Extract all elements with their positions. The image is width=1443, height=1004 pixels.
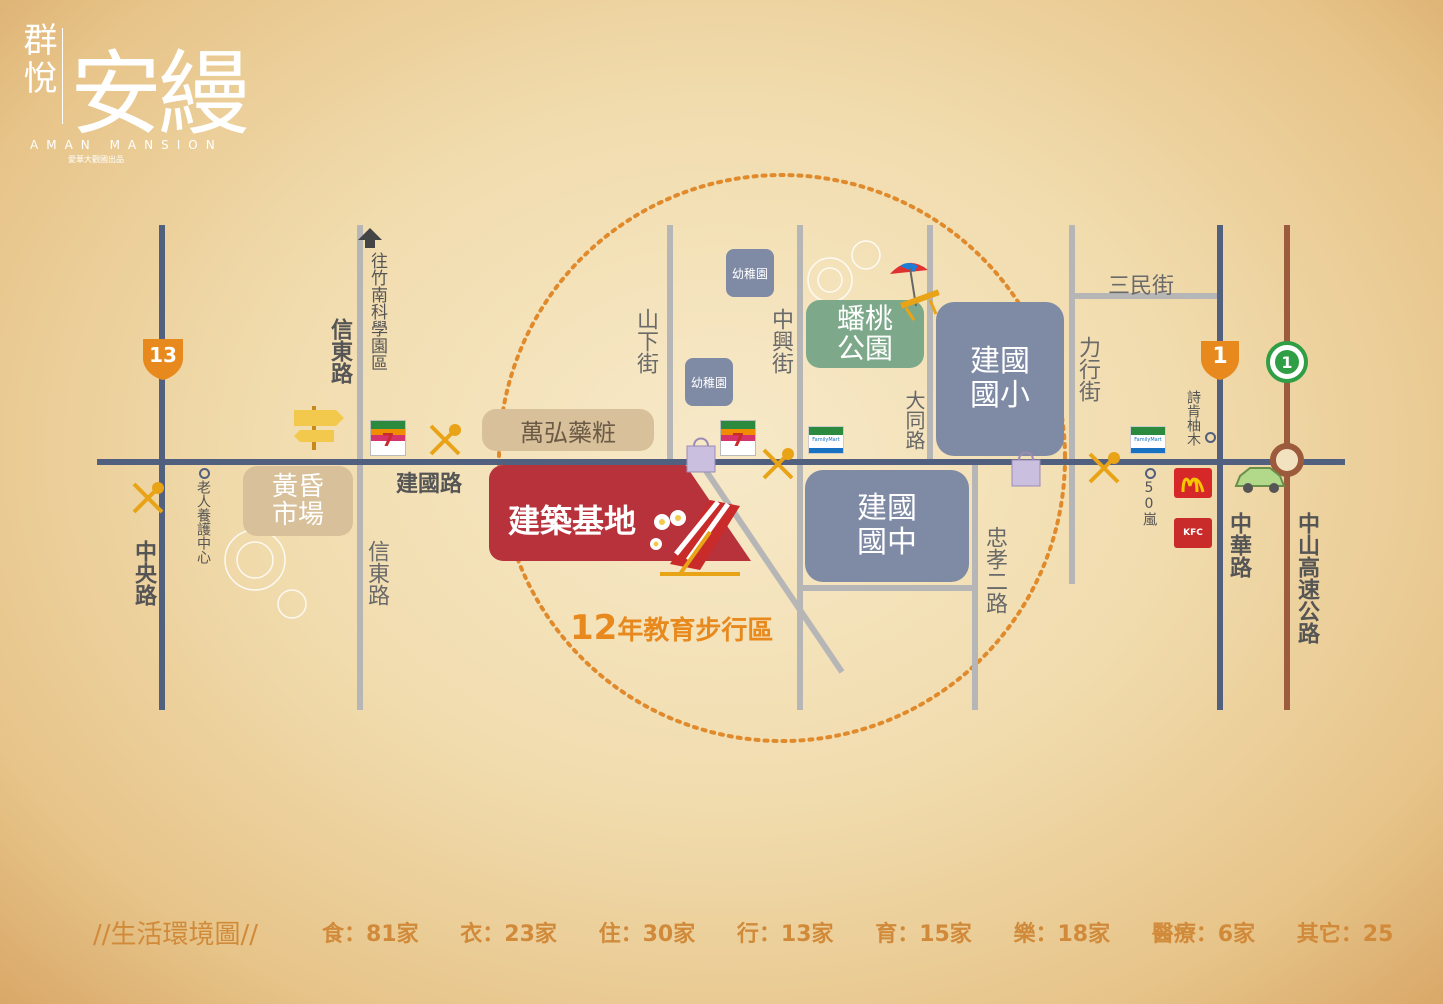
freeway-interchange (1270, 443, 1304, 477)
route-13-number: 13 (149, 343, 177, 367)
footer-title: //生活環境圖// (93, 920, 259, 950)
market-label: 黃昏市場 (271, 472, 324, 530)
seven-eleven-icon: 7 (720, 420, 756, 456)
picnic-umbrella-icon (890, 262, 940, 321)
brand-divider (62, 28, 63, 124)
beach-chair-icon (650, 500, 740, 576)
route-13-shield-icon (143, 339, 183, 380)
freeway-1-shield-icon (1266, 341, 1308, 383)
stat-housing: 住：30家 (598, 922, 696, 947)
road-label-zhongxiao: 忠孝二路 (982, 526, 1007, 614)
road-label-zhonghua: 中華路 (1226, 512, 1251, 578)
seven-eleven-icon: 7 (370, 420, 406, 456)
kindergarten-label: 幼稚園 (690, 375, 727, 390)
road-label-jianguo: 建國路 (396, 472, 463, 497)
car-icon (1234, 467, 1286, 493)
stat-clothing: 衣：23家 (460, 922, 557, 947)
road-label-datong: 大同路 (902, 390, 926, 450)
poi-shikenmu: 詩肯柚木 (1185, 390, 1201, 446)
stat-other: 其它：25 (1296, 922, 1394, 947)
road-label-to-hsinchu: 往竹南科學園區 (367, 252, 387, 371)
road-label-sanmin: 三民街 (1108, 274, 1175, 299)
brand-name-small: 群悅 (17, 22, 57, 98)
road-label-freeway: 中山高速公路 (1294, 512, 1319, 644)
shopping-bag-icon (686, 437, 716, 473)
pharmacy-block: 萬弘藥粧 (482, 409, 654, 451)
road-label-xindong-north: 信東路 (327, 318, 352, 384)
elementary-label: 建國國小 (970, 344, 1030, 413)
stat-medical: 醫療：6家 (1151, 922, 1256, 947)
walk-zone-number: 12 (570, 608, 618, 648)
stat-food: 食：81家 (322, 922, 419, 947)
road-label-zhongxing: 中興街 (768, 308, 793, 374)
stat-leisure: 樂：18家 (1013, 922, 1111, 947)
familymart-icon: FamilyMart (808, 426, 844, 454)
tree-icon (277, 589, 307, 619)
road-label-shanxia: 山下街 (633, 308, 658, 374)
kindergarten-block-2: 幼稚園 (685, 358, 733, 406)
brand-tagline: 愛華大觀國出品 (68, 155, 124, 164)
park-label: 蟠桃公園 (836, 302, 893, 365)
tree-icon (224, 529, 286, 591)
road-label-lixing: 力行街 (1075, 336, 1100, 402)
fork-spoon-icon (429, 424, 461, 456)
route-1-shield-icon (1201, 341, 1239, 380)
mcdonalds-icon (1174, 468, 1212, 498)
junior-high-block: 建國國中 (805, 470, 969, 582)
poi-elderly: 老人養護中心 (195, 480, 211, 564)
poi-fifty-lan: 50嵐 (1141, 480, 1157, 526)
tree-icon (807, 257, 853, 303)
park-block: 蟠桃公園 (806, 300, 924, 368)
market-block: 黃昏市場 (243, 466, 353, 536)
route-1-number: 1 (1212, 343, 1228, 369)
walk-zone-label: 12年教育步行區 (570, 608, 773, 648)
familymart-logo-text: FamilyMart (1134, 437, 1162, 443)
fifty-lan-dot-icon (1145, 468, 1156, 479)
kindergarten-block-1: 幼稚園 (726, 249, 774, 297)
kfc-logo-text: KFC (1183, 528, 1203, 538)
tree-icon (851, 240, 881, 270)
elementary-block: 建國國小 (936, 302, 1064, 456)
footer-stats: 食：81家 衣：23家 住：30家 行：13家 育：15家 樂：18家 醫療：6… (322, 916, 1393, 948)
kindergarten-label: 幼稚園 (731, 266, 768, 281)
freeway-1-number: 1 (1281, 352, 1293, 372)
pharmacy-label: 萬弘藥粧 (520, 418, 616, 447)
familymart-logo-text: FamilyMart (812, 437, 840, 443)
road-label-zhongyang: 中央路 (131, 540, 156, 606)
north-arrow-icon (358, 228, 382, 248)
shikenmu-dot-icon (1205, 432, 1216, 443)
road-label-xindong-south: 信東路 (364, 540, 389, 606)
walk-zone-text: 年教育步行區 (617, 616, 774, 646)
walk-zone-circle (497, 173, 1067, 743)
road-diagonal (697, 460, 845, 674)
elderly-dot-icon (199, 468, 210, 479)
seven-eleven-logo-text: 7 (381, 430, 395, 451)
kfc-icon: KFC (1174, 518, 1212, 548)
seven-eleven-logo-text: 7 (731, 430, 745, 451)
stat-transport: 行：13家 (736, 922, 834, 947)
familymart-icon: FamilyMart (1130, 426, 1166, 454)
fork-spoon-icon (132, 482, 164, 514)
building-site-label: 建築基地 (508, 502, 637, 540)
brand-name-big: 安縵 (70, 41, 250, 148)
fork-spoon-icon (1088, 452, 1120, 484)
shopping-bag-icon (1011, 451, 1041, 487)
signpost-icon (294, 406, 344, 450)
fork-spoon-icon (762, 448, 794, 480)
brand-english: AMAN MANSION (30, 138, 223, 152)
stat-education: 育：15家 (875, 922, 972, 947)
junior-high-label: 建國國中 (857, 491, 917, 560)
